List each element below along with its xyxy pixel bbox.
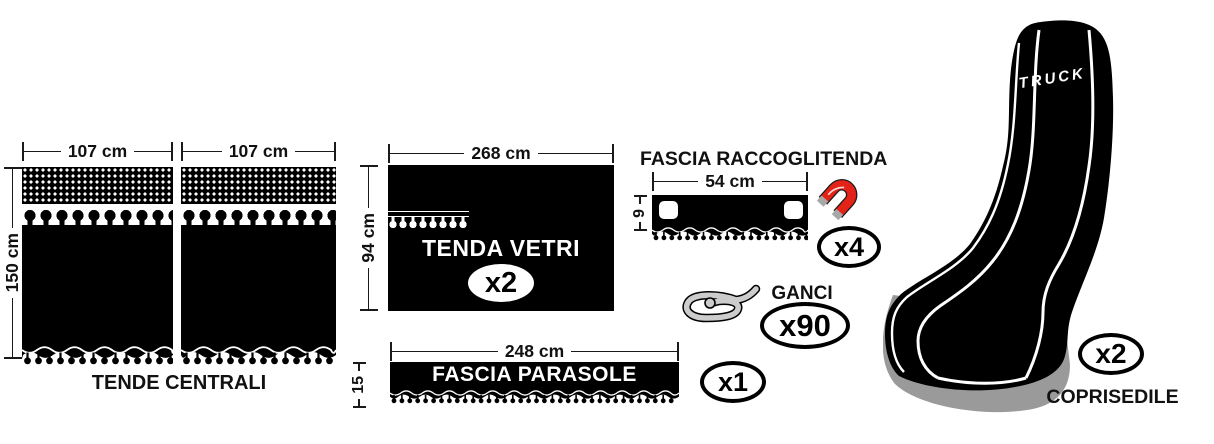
dimension-raccoglitenda-width: 54 cm	[652, 171, 808, 192]
parasole-band-body: FASCIA PARASOLE	[390, 362, 679, 388]
coprisedile-title: COPRISEDILE	[1046, 386, 1179, 408]
curtain-pompom-row	[181, 209, 336, 225]
curtain-gap	[22, 204, 173, 209]
seat-cover-body	[885, 20, 1114, 391]
dimension-tenda-vetri-width: 268 cm	[388, 143, 615, 164]
curtain-gap	[181, 204, 336, 209]
central-curtain-right	[181, 167, 336, 367]
parasole-qty-badge: x1	[700, 361, 766, 403]
dimension-label: 15	[350, 376, 367, 394]
curtain-fringe	[22, 343, 173, 367]
curtain-body	[181, 225, 336, 343]
seat-cover-illustration: TRUCK	[882, 13, 1133, 419]
seat-piping-left	[916, 29, 1041, 380]
parasole-fringe	[390, 388, 679, 406]
seat-piping-front	[937, 376, 1027, 385]
dimension-label: 94 cm	[358, 213, 378, 263]
ganci-qty-badge: x90	[760, 302, 850, 349]
raccoglitenda-band	[652, 195, 808, 243]
dimension-panel1-width: 107 cm	[22, 141, 174, 162]
parasole-band: FASCIA PARASOLE	[390, 362, 679, 406]
coprisedile-qty-badge: x2	[1078, 333, 1144, 375]
curtain-mesh-band	[22, 167, 173, 204]
curtain-hook-icon	[678, 284, 762, 328]
curtain-fringe	[181, 343, 336, 367]
raccoglitenda-fringe	[652, 225, 808, 243]
curtain-mesh-band	[181, 167, 336, 204]
dimension-parasole-width: 248 cm	[390, 341, 680, 362]
ganci-title: GANCI	[771, 283, 833, 304]
raccoglitenda-band-body	[652, 195, 808, 225]
central-curtain-left	[22, 167, 173, 367]
dimension-label: 248 cm	[504, 341, 565, 361]
dimension-label: 107 cm	[67, 141, 128, 161]
tenda-vetri-pompom-row	[388, 217, 467, 229]
dimension-raccoglitenda-height: 9	[631, 195, 649, 231]
tenda-vetri-title: TENDA VETRI	[422, 235, 580, 261]
curtain-pompom-row	[22, 209, 173, 225]
raccoglitenda-qty-badge: x4	[817, 226, 881, 268]
fascia-raccoglitenda-title: FASCIA RACCOGLITENDA	[640, 148, 888, 170]
dimension-label: 9	[631, 208, 648, 218]
dimension-label: 54 cm	[705, 171, 755, 191]
tenda-vetri-trim-line	[388, 211, 469, 217]
tenda-vetri-qty-badge: x2	[468, 264, 534, 302]
raccoglitenda-hole-right	[784, 201, 803, 219]
dimension-tenda-vetri-height: 94 cm	[358, 165, 379, 311]
dimension-curtain-height: 150 cm	[2, 167, 23, 360]
dimension-label: 268 cm	[471, 143, 531, 163]
magnet-icon	[810, 176, 864, 230]
parasole-title: FASCIA PARASOLE	[432, 363, 637, 386]
seat-piping-outer	[890, 42, 1021, 373]
tenda-vetri-panel: TENDA VETRI x2	[388, 165, 614, 311]
dimension-label: 107 cm	[228, 141, 289, 161]
dimension-panel2-width: 107 cm	[181, 141, 337, 162]
dimension-label: 150 cm	[2, 233, 22, 293]
dimension-parasole-height: 15	[350, 362, 368, 409]
curtain-body	[22, 225, 173, 343]
tende-centrali-title: TENDE CENTRALI	[91, 372, 267, 394]
seat-piping-right	[1024, 29, 1095, 379]
raccoglitenda-hole-left	[659, 201, 678, 219]
